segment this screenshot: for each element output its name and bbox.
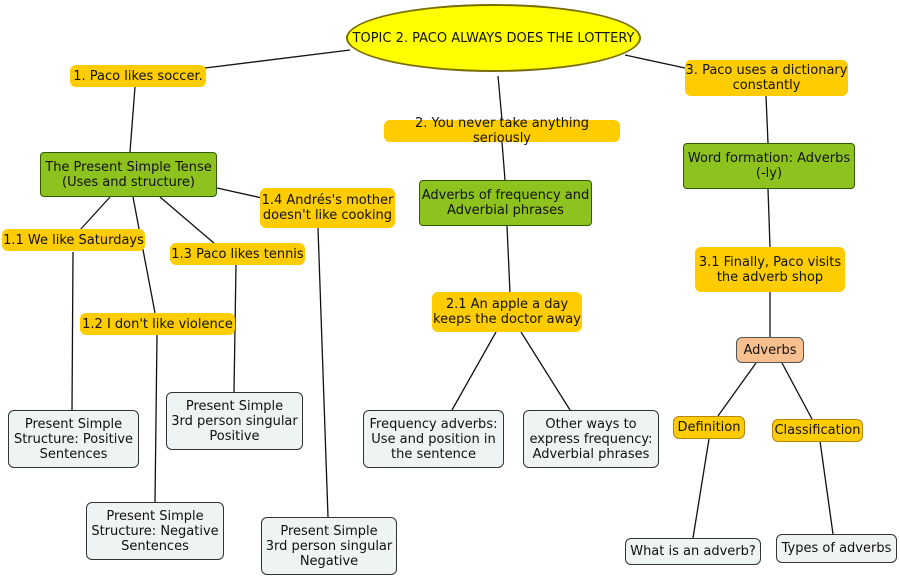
adverbs-node[interactable]: Adverbs (736, 337, 804, 363)
branch-3-node[interactable]: 3. Paco uses a dictionary constantly (685, 60, 848, 96)
adverbs-frequency-label: Adverbs of frequency and Adverbial phras… (421, 188, 590, 218)
central-topic-label: TOPIC 2. PACO ALWAYS DOES THE LOTTERY (352, 30, 635, 46)
subtopic-1-2-label: 1.2 I don't like violence (82, 316, 233, 332)
leaf-3rd-person-positive-label: Present Simple 3rd person singular Posit… (171, 398, 298, 444)
leaf-negative-structure[interactable]: Present Simple Structure: Negative Sente… (86, 502, 224, 560)
leaf-adverbial-phrases-label: Other ways to express frequency: Adverbi… (529, 416, 653, 462)
subtopic-1-4-label: 1.4 Andrés's mother doesn't like cooking (261, 193, 394, 223)
subtopic-1-3-node[interactable]: 1.3 Paco likes tennis (170, 243, 305, 265)
subtopic-3-1-node[interactable]: 3.1 Finally, Paco visits the adverb shop (695, 247, 845, 292)
subtopic-2-1-label: 2.1 An apple a day keeps the doctor away (433, 297, 581, 327)
leaf-3rd-person-negative-label: Present Simple 3rd person singular Negat… (265, 523, 393, 569)
present-simple-node[interactable]: The Present Simple Tense (Uses and struc… (40, 152, 217, 197)
leaf-negative-structure-label: Present Simple Structure: Negative Sente… (91, 508, 219, 554)
leaf-types-of-adverbs-label: Types of adverbs (781, 541, 892, 556)
branch-1-label: 1. Paco likes soccer. (73, 68, 203, 84)
leaf-positive-structure-label: Present Simple Structure: Positive Sente… (13, 416, 134, 462)
subtopic-1-3-label: 1.3 Paco likes tennis (171, 246, 304, 262)
leaf-3rd-person-negative[interactable]: Present Simple 3rd person singular Negat… (261, 517, 397, 575)
subtopic-2-1-node[interactable]: 2.1 An apple a day keeps the doctor away (432, 292, 582, 332)
word-formation-label: Word formation: Adverbs (-ly) (687, 151, 851, 181)
leaf-types-of-adverbs[interactable]: Types of adverbs (776, 534, 897, 563)
leaf-positive-structure[interactable]: Present Simple Structure: Positive Sente… (8, 410, 139, 468)
classification-label: Classification (774, 423, 861, 438)
subtopic-1-4-node[interactable]: 1.4 Andrés's mother doesn't like cooking (260, 188, 395, 228)
leaf-frequency-adverbs[interactable]: Frequency adverbs: Use and position in t… (363, 410, 504, 468)
classification-node[interactable]: Classification (772, 419, 863, 442)
definition-node[interactable]: Definition (673, 416, 745, 439)
definition-label: Definition (677, 420, 741, 435)
subtopic-3-1-label: 3.1 Finally, Paco visits the adverb shop (698, 254, 842, 285)
leaf-3rd-person-positive[interactable]: Present Simple 3rd person singular Posit… (166, 392, 303, 450)
leaf-frequency-adverbs-label: Frequency adverbs: Use and position in t… (369, 416, 498, 462)
branch-2-label: 2. You never take anything seriously (414, 116, 590, 146)
adverbs-label: Adverbs (743, 342, 797, 358)
present-simple-label: The Present Simple Tense (Uses and struc… (45, 159, 212, 190)
subtopic-1-2-node[interactable]: 1.2 I don't like violence (80, 313, 235, 335)
leaf-what-is-adverb[interactable]: What is an adverb? (625, 538, 761, 565)
adverbs-frequency-node[interactable]: Adverbs of frequency and Adverbial phras… (419, 180, 592, 226)
branch-1-node[interactable]: 1. Paco likes soccer. (70, 65, 206, 87)
subtopic-1-1-label: 1.1 We like Saturdays (3, 232, 144, 248)
branch-2-node[interactable]: 2. You never take anything seriously (384, 116, 620, 146)
leaf-what-is-adverb-label: What is an adverb? (630, 544, 756, 559)
leaf-adverbial-phrases[interactable]: Other ways to express frequency: Adverbi… (523, 410, 659, 468)
word-formation-node[interactable]: Word formation: Adverbs (-ly) (683, 143, 855, 189)
central-topic[interactable]: TOPIC 2. PACO ALWAYS DOES THE LOTTERY (346, 4, 641, 72)
subtopic-1-1-node[interactable]: 1.1 We like Saturdays (2, 229, 145, 251)
branch-3-label: 3. Paco uses a dictionary constantly (685, 63, 848, 93)
